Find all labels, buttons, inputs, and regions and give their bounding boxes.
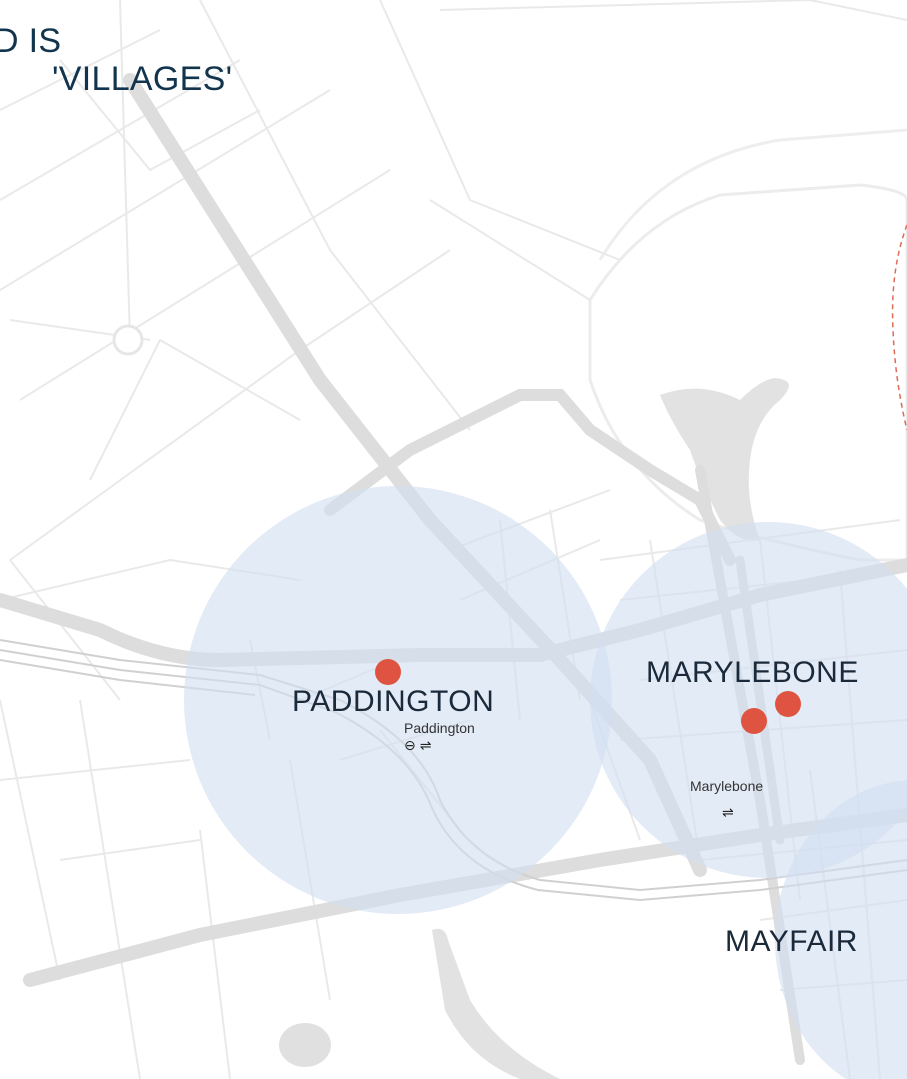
page-heading: D IS 'VILLAGES' (0, 22, 232, 98)
station-label-paddington[interactable]: Paddington (404, 720, 475, 736)
mayfair-village-circle (775, 780, 907, 1079)
lake-shape (660, 378, 789, 541)
station-icons-marylebone: ⇌ (722, 805, 738, 821)
area-label-marylebone[interactable]: MARYLEBONE (646, 656, 859, 689)
pond-shape (279, 1023, 331, 1067)
marylebone-village-circle (590, 522, 907, 878)
location-marker-marylebone-1[interactable] (775, 691, 801, 717)
area-label-paddington[interactable]: PADDINGTON (292, 685, 495, 718)
heading-line-1: D IS (0, 22, 62, 60)
location-markers[interactable] (375, 659, 801, 734)
location-marker-paddington[interactable] (375, 659, 401, 685)
roundabout (112, 324, 144, 356)
national-rail-icon: ⇌ (419, 738, 436, 754)
area-label-mayfair[interactable]: MAYFAIR (725, 925, 858, 958)
park-inner-outline (598, 128, 907, 261)
serpentine-shape (432, 928, 560, 1079)
paddington-village-circle (184, 486, 612, 914)
location-marker-marylebone-2[interactable] (741, 708, 767, 734)
dashed-boundary (891, 224, 907, 431)
heading-line-2: 'VILLAGES' (52, 60, 233, 98)
national-rail-icon: ⇌ (722, 805, 738, 821)
underground-roundel-icon: ⊖ (404, 738, 420, 754)
station-icons-paddington: ⊖⇌ (404, 738, 435, 754)
village-circles (184, 486, 907, 1079)
station-label-marylebone[interactable]: Marylebone (690, 778, 764, 794)
